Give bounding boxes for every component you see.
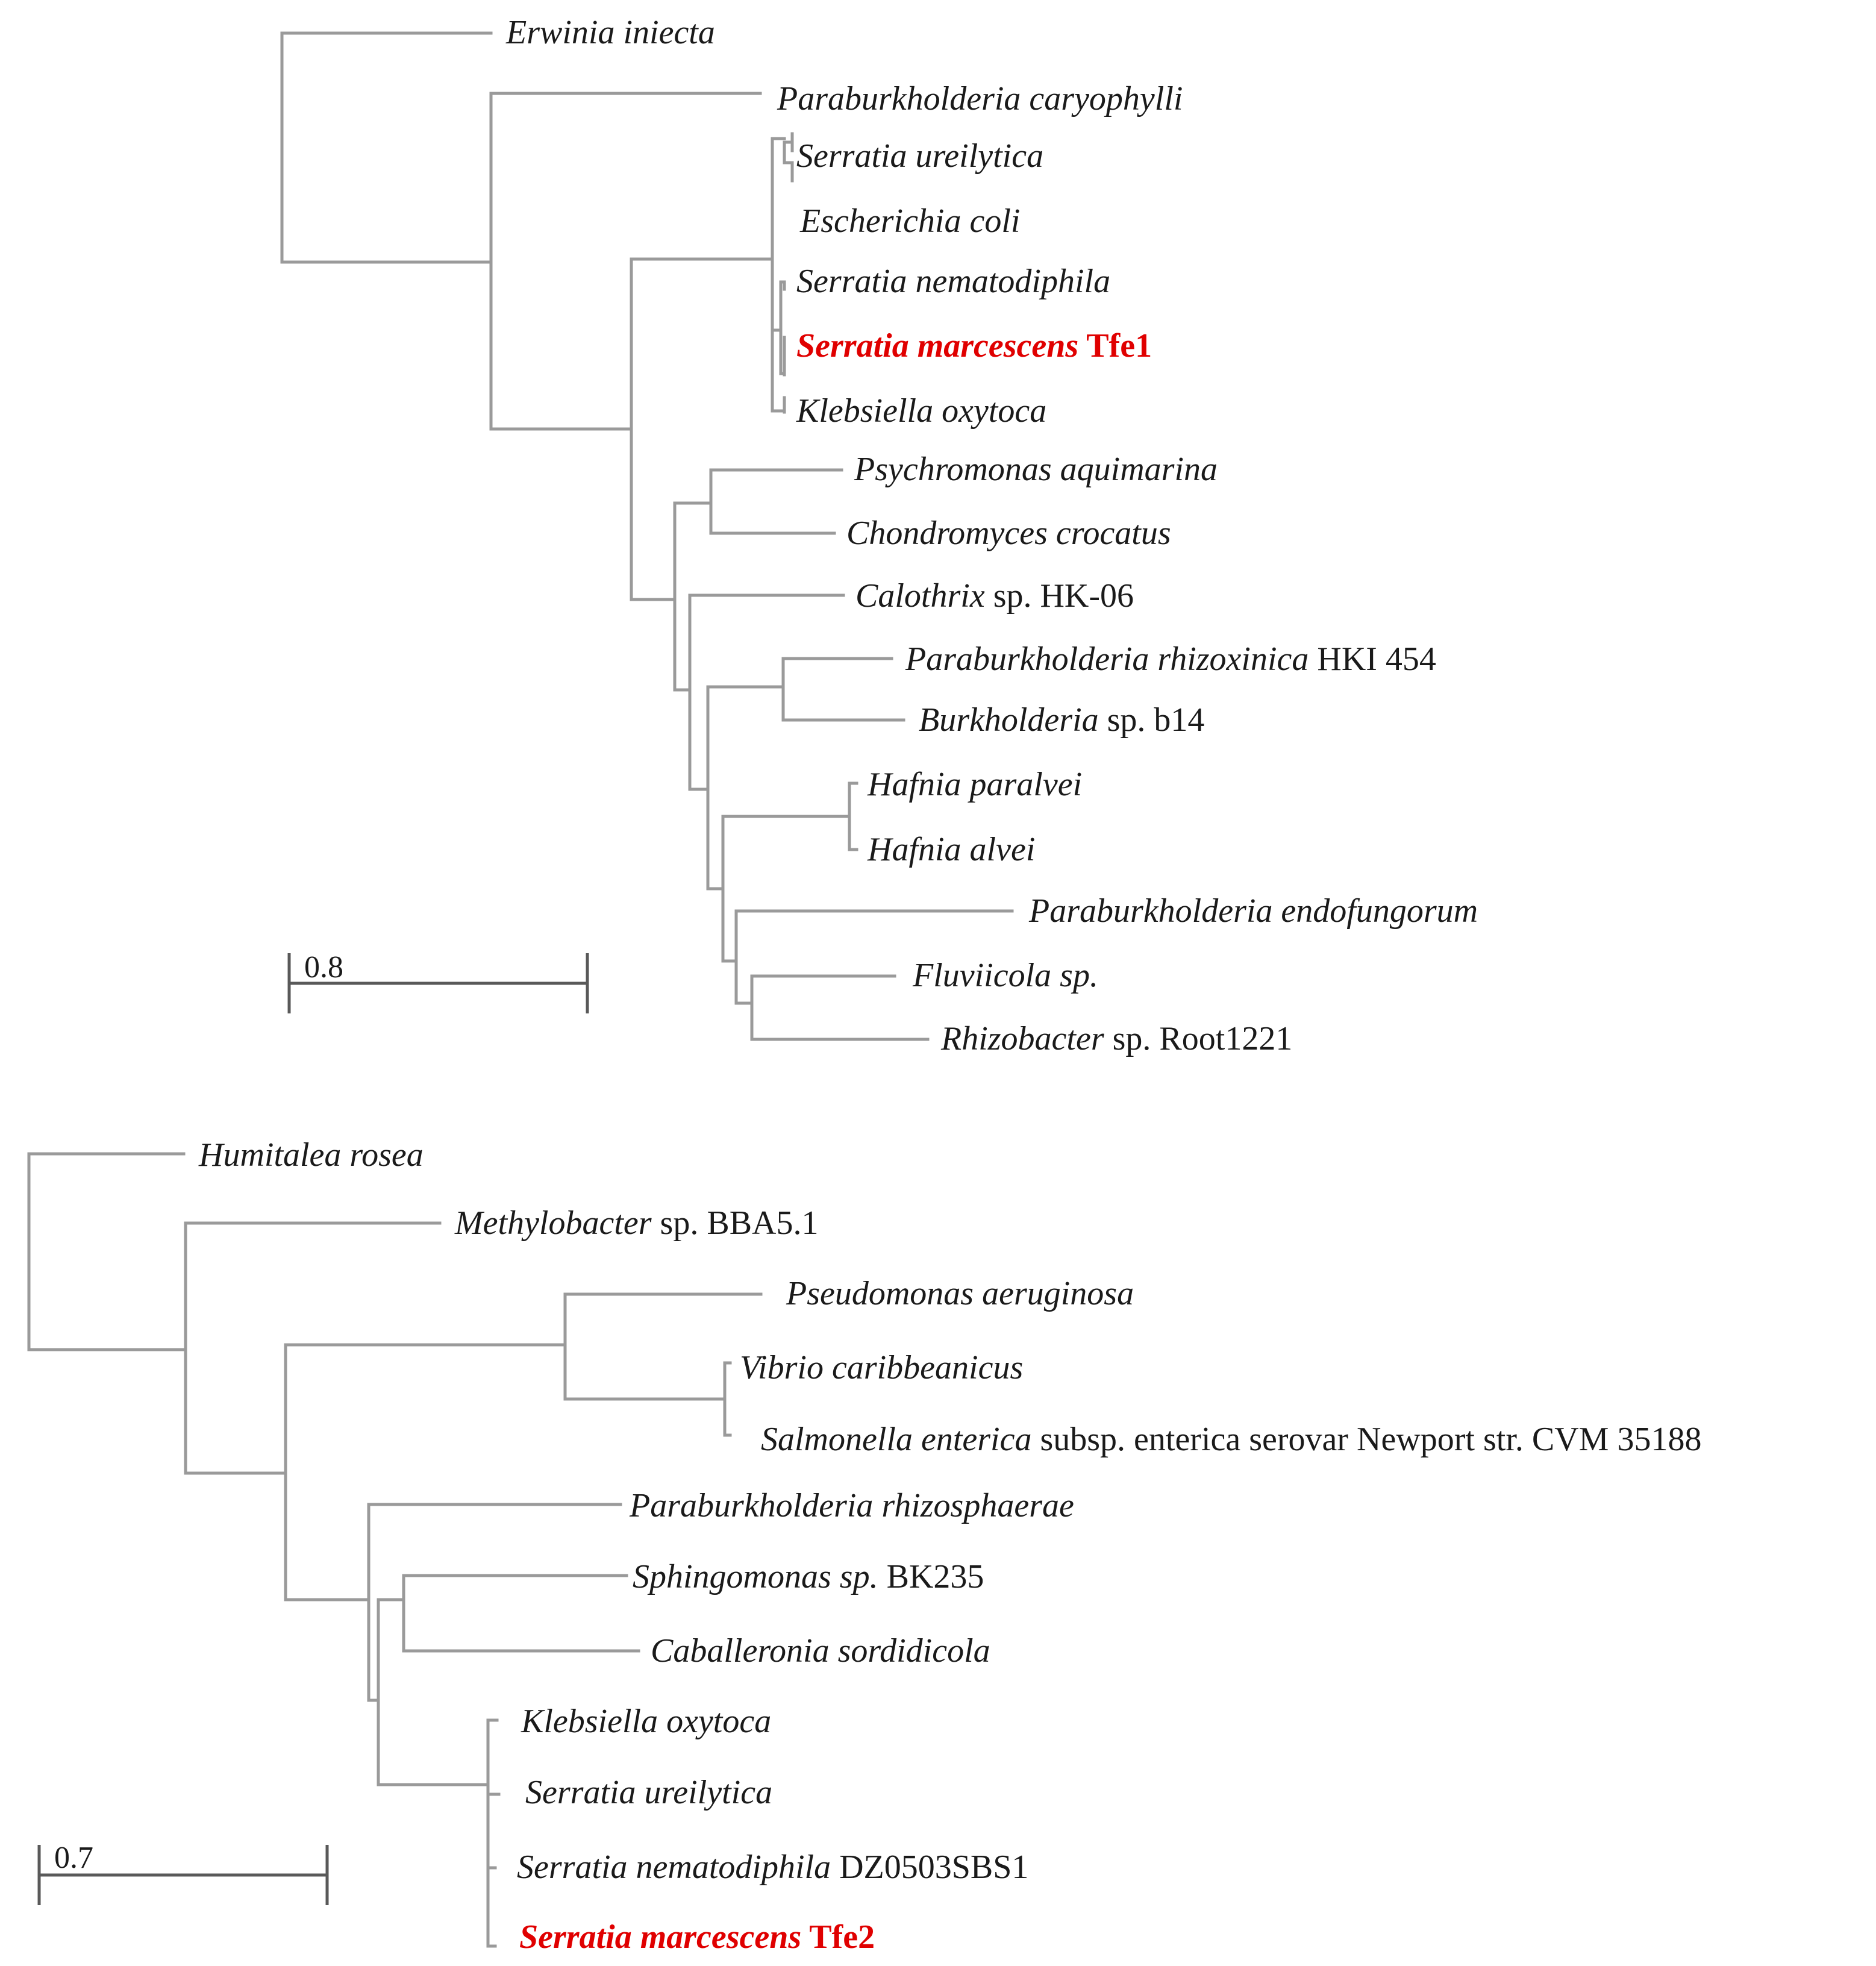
scale-bar-line (287, 953, 589, 1013)
leaf-label: Sphingomonas sp. BK235 (633, 1558, 984, 1595)
scale-bar-label: 0.7 (54, 1841, 93, 1875)
tree-1-branches (280, 31, 1014, 1041)
leaf-label: Serratia nematodiphila DZ0503SBS1 (517, 1849, 1028, 1886)
leaf-label: Escherichia coli (799, 202, 1020, 240)
leaf-label: Chondromyces crocatus (846, 515, 1171, 552)
leaf-label: Paraburkholderia rhizoxinica HKI 454 (905, 640, 1436, 678)
leaf-label: Paraburkholderia endofungorum (1028, 892, 1478, 930)
tree-2-branches (27, 1152, 763, 1948)
tree-1: 0.8 Erwinia iniecta Paraburkholderia car… (280, 14, 1478, 1057)
tree-2-labels: Humitalea rosea Methylobacter sp. BBA5.1… (198, 1136, 1701, 1956)
leaf-label: Rhizobacter sp. Root1221 (940, 1020, 1292, 1057)
tree-1-labels: Erwinia iniecta Paraburkholderia caryoph… (505, 14, 1478, 1057)
leaf-label: Caballeronia sordidicola (651, 1632, 990, 1670)
leaf-label: Calothrix sp. HK-06 (855, 577, 1134, 615)
leaf-label: Serratia ureilytica (525, 1774, 772, 1811)
leaf-label: Psychromonas aquimarina (854, 451, 1218, 488)
leaf-label: Serratia ureilytica (796, 137, 1043, 175)
tree-2: 0.7 Humitalea rosea Methylobacter sp. BB… (27, 1136, 1701, 1956)
scale-bar-line (37, 1845, 329, 1905)
scale-bar-label: 0.8 (304, 950, 343, 985)
leaf-label: Methylobacter sp. BBA5.1 (454, 1204, 818, 1242)
leaf-label: Hafnia alvei (867, 831, 1035, 868)
leaf-label: Burkholderia sp. b14 (919, 701, 1204, 739)
tree-2-scale-bar: 0.7 (37, 1841, 329, 1905)
leaf-label: Klebsiella oxytoca (521, 1703, 771, 1740)
leaf-label: Humitalea rosea (198, 1136, 424, 1174)
leaf-label: Hafnia paralvei (867, 766, 1082, 803)
leaf-label: Pseudomonas aeruginosa (786, 1275, 1134, 1312)
leaf-label: Salmonella enterica subsp. enterica sero… (761, 1421, 1701, 1458)
leaf-label: Paraburkholderia rhizosphaerae (629, 1487, 1074, 1524)
leaf-label: Serratia nematodiphila (796, 263, 1110, 300)
leaf-label: Paraburkholderia caryophylli (777, 80, 1183, 117)
leaf-label: Fluviicola sp. (912, 957, 1098, 994)
tree-1-scale-bar: 0.8 (287, 950, 589, 1013)
leaf-label: Vibrio caribbeanicus (740, 1349, 1023, 1386)
highlighted-leaf-label: Serratia marcescens Tfe1 (796, 327, 1152, 365)
leaf-label: Erwinia iniecta (505, 14, 715, 51)
leaf-label: Klebsiella oxytoca (796, 392, 1046, 430)
highlighted-leaf-label: Serratia marcescens Tfe2 (519, 1918, 875, 1956)
